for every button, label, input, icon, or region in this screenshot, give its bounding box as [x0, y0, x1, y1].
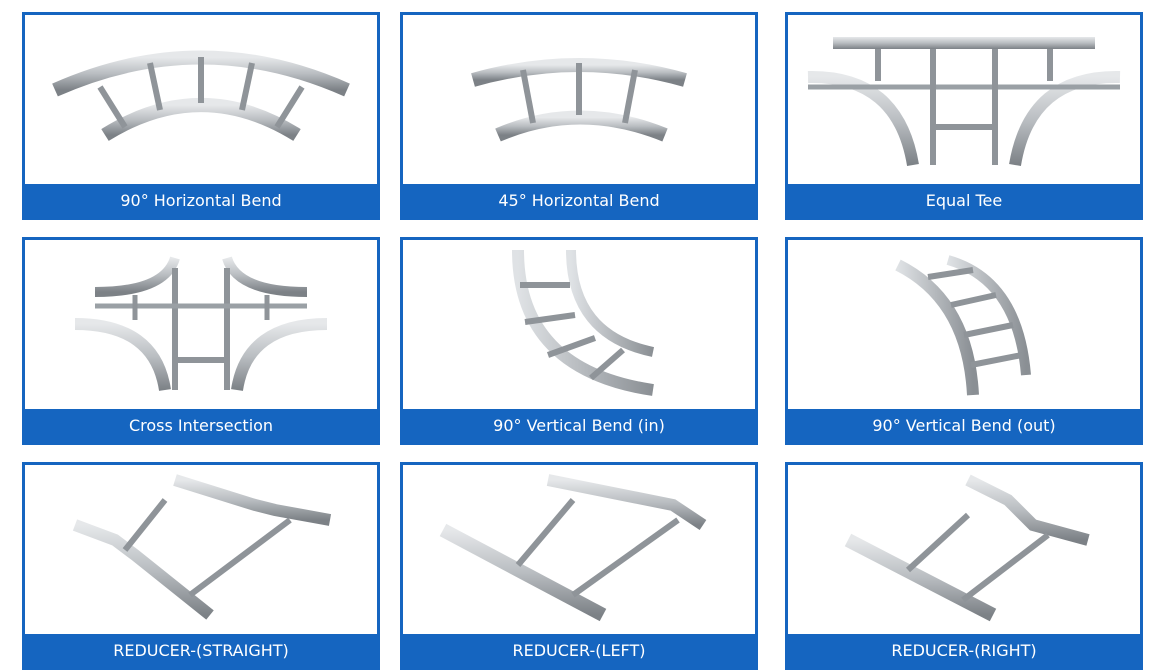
reducer-left-image — [439, 474, 707, 622]
product-card-equal-tee[interactable]: Equal Tee — [785, 12, 1143, 220]
caption-reducer-right: REDUCER-(RIGHT) — [788, 634, 1140, 667]
reducer-straight-image — [72, 474, 332, 620]
cross-intersection-image — [74, 256, 328, 392]
reducer-right-image — [844, 474, 1090, 622]
product-card-horizontal-bend-90[interactable]: 90° Horizontal Bend — [22, 12, 380, 220]
horizontal-bend-90-image — [52, 50, 350, 141]
caption-equal-tee: Equal Tee — [788, 184, 1140, 217]
product-card-reducer-left[interactable]: REDUCER-(LEFT) — [400, 462, 758, 670]
product-card-reducer-right[interactable]: REDUCER-(RIGHT) — [785, 462, 1143, 670]
caption-horizontal-bend-90: 90° Horizontal Bend — [25, 184, 377, 217]
product-card-reducer-straight[interactable]: REDUCER-(STRAIGHT) — [22, 462, 380, 670]
caption-cross-intersection: Cross Intersection — [25, 409, 377, 442]
caption-vertical-bend-out: 90° Vertical Bend (out) — [788, 409, 1140, 442]
caption-horizontal-bend-45: 45° Horizontal Bend — [403, 184, 755, 217]
product-card-cross-intersection[interactable]: Cross Intersection — [22, 237, 380, 445]
product-card-horizontal-bend-45[interactable]: 45° Horizontal Bend — [400, 12, 758, 220]
equal-tee-image — [807, 37, 1121, 167]
product-card-vertical-bend-in[interactable]: 90° Vertical Bend (in) — [400, 237, 758, 445]
caption-reducer-left: REDUCER-(LEFT) — [403, 634, 755, 667]
horizontal-bend-45-image — [471, 58, 687, 142]
product-card-vertical-bend-out[interactable]: 90° Vertical Bend (out) — [785, 237, 1143, 445]
caption-vertical-bend-in: 90° Vertical Bend (in) — [403, 409, 755, 442]
caption-reducer-straight: REDUCER-(STRAIGHT) — [25, 634, 377, 667]
vertical-bend-out-image — [895, 255, 1031, 396]
vertical-bend-in-image — [512, 249, 655, 396]
